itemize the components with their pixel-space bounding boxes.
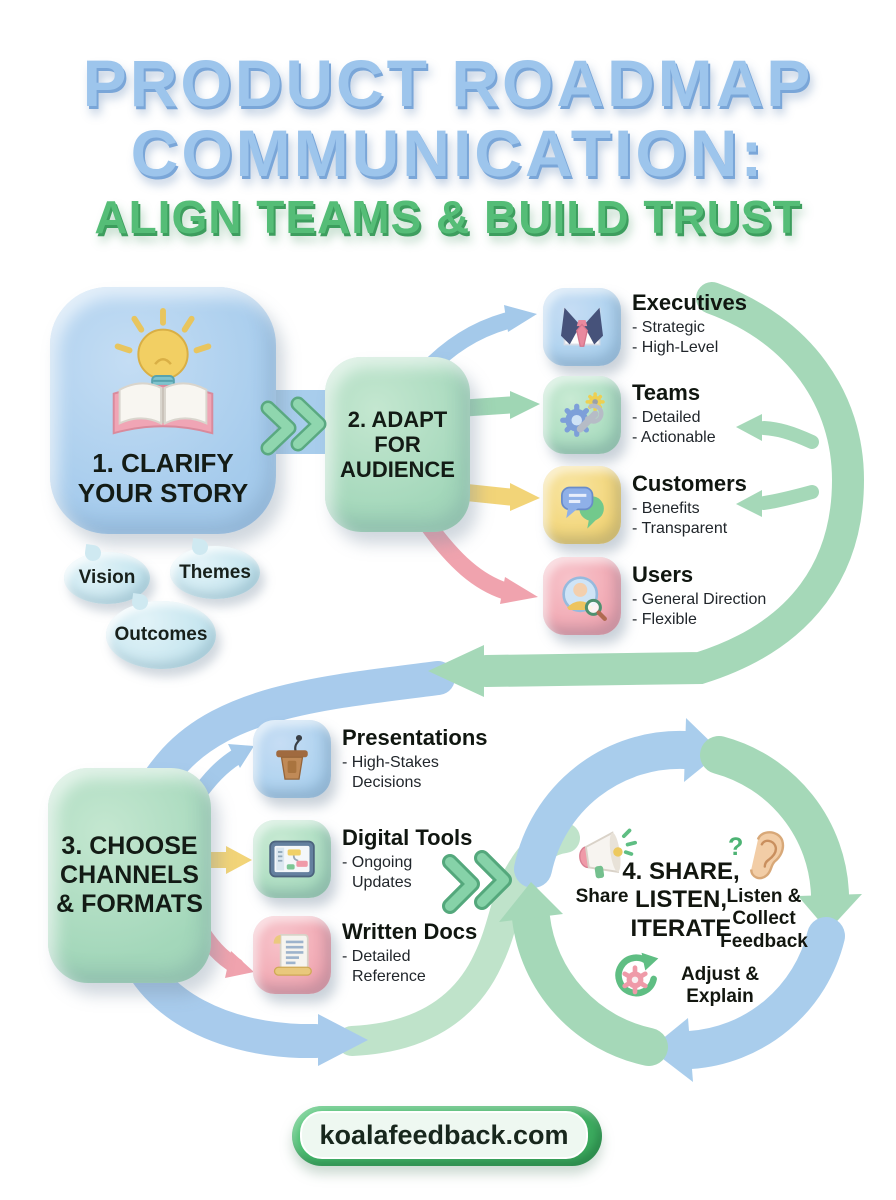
- teams-tile: [543, 376, 621, 454]
- users-tile: [543, 557, 621, 635]
- customers-point-2: - Transparent: [632, 519, 728, 537]
- digital-tools-point-1: - Ongoing: [342, 854, 413, 872]
- step-3-label: 3. CHOOSE CHANNELS & FORMATS: [56, 832, 203, 918]
- teams-name: Teams: [632, 380, 701, 405]
- presentations-point-1: - High-Stakes: [342, 754, 439, 772]
- written-docs-point-1: - Detailed: [342, 948, 411, 966]
- presentations-name: Presentations: [342, 725, 488, 750]
- svg-text:?: ?: [728, 833, 743, 861]
- arrow-step2-to-users: [419, 516, 538, 604]
- digital-tools-point-2: Updates: [352, 873, 412, 891]
- step-1-clarify-your-story-card: 1. CLARIFY YOUR STORY: [50, 287, 276, 534]
- arc-audiences-feedback: [428, 282, 865, 697]
- executives-info: Executives - Strategic - High-Level: [632, 290, 747, 357]
- scroll-document-icon: [273, 934, 312, 976]
- step-1-label: 1. CLARIFY YOUR STORY: [77, 447, 249, 508]
- executives-point-1: - Strategic: [632, 319, 705, 337]
- suit-tie-icon: [561, 307, 603, 347]
- step-2-label: 2. ADAPT FOR AUDIENCE: [340, 406, 455, 483]
- presentations-point-2: Decisions: [352, 773, 422, 791]
- chat-bubbles-icon: [561, 486, 604, 529]
- users-point-2: - Flexible: [632, 610, 697, 628]
- podium-icon: [276, 734, 308, 780]
- bubble-themes: Themes: [170, 546, 260, 599]
- cycle-share-label: Share: [575, 886, 629, 907]
- ear-question-icon: ?: [728, 831, 785, 880]
- arrow-step2-to-customers: [453, 483, 540, 511]
- website-badge[interactable]: koalafeedback.com: [292, 1106, 602, 1166]
- written-docs-info: Written Docs - Detailed Reference: [342, 919, 478, 986]
- digital-tools-info: Digital Tools - Ongoing Updates: [342, 825, 473, 892]
- gear-wrench-icon: [560, 392, 605, 437]
- cycle-arc-right-green: [700, 736, 862, 931]
- presentations-tile: [253, 720, 331, 798]
- cycle-arc-left-green: [499, 882, 668, 1066]
- step-2-adapt-for-audience-card: 2. ADAPT FOR AUDIENCE: [325, 357, 470, 532]
- page-title-line1: PRODUCT ROADMAP: [82, 46, 814, 120]
- customers-tile: [543, 466, 621, 544]
- digital-tools-tile: [253, 820, 331, 898]
- user-magnifier-icon: [562, 576, 607, 621]
- megaphone-icon: [579, 828, 637, 879]
- executives-tile: [543, 288, 621, 366]
- ear-question-icon-wrap: ?: [728, 824, 788, 884]
- website-url[interactable]: koalafeedback.com: [300, 1111, 588, 1159]
- cycle-adjust-label: Adjust & Explain: [680, 964, 760, 1008]
- customers-info: Customers - Benefits - Transparent: [632, 471, 747, 538]
- executives-point-2: - High-Level: [632, 338, 719, 356]
- written-docs-name: Written Docs: [342, 919, 478, 944]
- tablet-roadmap-icon: [269, 840, 315, 878]
- teams-point-2: - Actionable: [632, 428, 716, 446]
- digital-tools-name: Digital Tools: [342, 825, 473, 850]
- megaphone-icon-wrap: [575, 826, 637, 882]
- teams-info: Teams - Detailed - Actionable: [632, 380, 716, 447]
- users-info: Users - General Direction - Flexible: [632, 562, 767, 629]
- page-subtitle: ALIGN TEAMS & BUILD TRUST: [94, 191, 802, 243]
- users-point-1: - General Direction: [632, 591, 767, 609]
- executives-name: Executives: [632, 290, 747, 315]
- presentations-info: Presentations - High-Stakes Decisions: [342, 725, 488, 792]
- refresh-gear-icon-wrap: [606, 950, 664, 1006]
- step-4-label: 4. SHARE, LISTEN, ITERATE: [622, 858, 740, 942]
- book-lightbulb-icon: [112, 307, 214, 435]
- step-3-choose-channels-card: 3. CHOOSE CHANNELS & FORMATS: [48, 768, 211, 983]
- written-docs-tile: [253, 916, 331, 994]
- teams-point-1: - Detailed: [632, 409, 701, 427]
- customers-name: Customers: [632, 471, 747, 496]
- page-title-line2: COMMUNICATION:: [130, 116, 766, 190]
- users-name: Users: [632, 562, 694, 587]
- arrow-step2-to-teams: [456, 391, 540, 419]
- cycle-arc-bottom-blue: [650, 917, 845, 1082]
- cycle-listen-label: Listen & Collect Feedback: [720, 886, 808, 952]
- customers-point-1: - Benefits: [632, 500, 700, 518]
- written-docs-point-2: Reference: [352, 967, 426, 985]
- bubble-outcomes: Outcomes: [106, 601, 216, 669]
- refresh-gear-icon: [615, 952, 659, 997]
